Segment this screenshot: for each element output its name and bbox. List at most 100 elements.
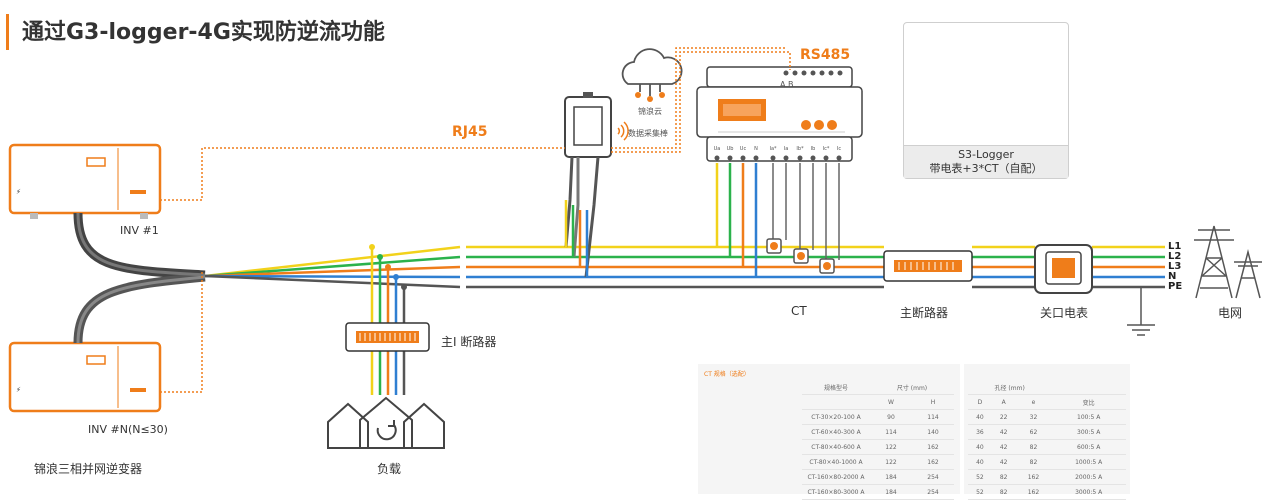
spec-cell: 254 xyxy=(912,469,954,485)
spec-cell: 22 xyxy=(991,409,1016,425)
ct-label: CT xyxy=(791,304,807,318)
spec-cell: 82 xyxy=(991,469,1016,485)
spec-cell: CT-30×20-100 A xyxy=(802,409,870,425)
spec-cell: 114 xyxy=(870,424,912,440)
rs485-label: RS485 xyxy=(800,47,851,63)
inverter-group-label: 锦浪三相并网逆变器 xyxy=(34,462,143,476)
spec-cell: CT-160×80-2000 A xyxy=(802,469,870,485)
spec-cell: 82 xyxy=(1015,439,1052,455)
spec-cell: 122 xyxy=(870,439,912,455)
kit-caption-line1: S3-Logger xyxy=(958,148,1014,161)
spec-cell: 32 xyxy=(1015,409,1052,425)
meter-terminal-label: Ia xyxy=(784,146,789,152)
kit-panel: S3-Logger 带电表+3*CT（自配） xyxy=(903,22,1069,179)
phase-bus xyxy=(204,245,1165,289)
load-label: 负载 xyxy=(377,462,402,476)
rj45-label: RJ45 xyxy=(452,124,488,140)
load-houses-icon xyxy=(327,396,445,449)
ct-clamp-l1 xyxy=(766,238,782,254)
spec-cell: CT-80×40-600 A xyxy=(802,439,870,455)
spec-cell: 122 xyxy=(870,454,912,470)
spec-cell: 184 xyxy=(870,484,912,500)
meter-terminal-label: Ia* xyxy=(769,146,777,152)
comm-lines xyxy=(160,47,791,393)
logger-phase-wires xyxy=(564,200,589,277)
spec-cell: CT-60×40-300 A xyxy=(802,424,870,440)
inverter-1-label: INV #1 xyxy=(120,224,159,237)
page-title: 通过G3-logger-4G实现防逆流功能 xyxy=(22,20,385,45)
spec-header-size: 尺寸 (mm) xyxy=(870,380,954,395)
inverter-cables xyxy=(73,212,206,344)
cloud-icon xyxy=(621,48,683,102)
phase-label-pe: PE xyxy=(1168,281,1183,292)
meter-terminal-label: Uc xyxy=(740,146,747,152)
load-breaker-label: 主I 断路器 xyxy=(441,335,497,349)
spec-cell: CT-80×40-1000 A xyxy=(802,454,870,470)
title-accent-bar xyxy=(6,14,9,50)
spec-cell: 184 xyxy=(870,469,912,485)
inverter-n-label: INV #N(N≤30) xyxy=(88,423,168,436)
spec-cell: 3000:5 A xyxy=(1051,484,1126,500)
spec-cell: 42 xyxy=(991,424,1016,440)
meter-terminal-label: Ib* xyxy=(796,146,804,152)
data-collector-label: 数据采集棒 xyxy=(628,129,668,138)
cloud-label: 锦浪云 xyxy=(638,107,662,116)
spec-header-h: H xyxy=(912,394,954,410)
grid-tower-icon xyxy=(1194,225,1262,299)
meter-terminal-label: Ic* xyxy=(823,146,830,152)
load-branch-wires xyxy=(369,244,407,395)
ground-icon xyxy=(1127,287,1155,336)
data-logger xyxy=(564,92,612,278)
phase-label-l2: L2 xyxy=(1168,251,1182,262)
meter-terminal-label: Ic xyxy=(837,146,841,152)
spec-cell: 162 xyxy=(1015,469,1052,485)
spec-cell: 52 xyxy=(968,469,992,485)
meter-terminal-label: Ua xyxy=(714,146,721,152)
wifi-icon xyxy=(617,121,629,141)
grid-label: 电网 xyxy=(1218,306,1243,320)
spec-header-w: W xyxy=(870,394,912,410)
phase-label-n: N xyxy=(1168,271,1177,282)
spec-cell: 100:5 A xyxy=(1051,409,1126,425)
spec-cell: 42 xyxy=(991,439,1016,455)
kit-caption-line2: 带电表+3*CT（自配） xyxy=(929,162,1043,175)
spec-cell: 82 xyxy=(991,484,1016,500)
meter-terminal-label: Ib xyxy=(811,146,816,152)
spec-cell: CT-160×80-3000 A xyxy=(802,484,870,500)
svg-text:⚡: ⚡ xyxy=(16,386,21,394)
spec-cell: 40 xyxy=(968,409,992,425)
spec-header-ratio: 变比 xyxy=(1051,394,1126,410)
main-breaker xyxy=(883,250,973,282)
spec-header-e: e xyxy=(1015,394,1052,410)
spec-header-model: 规格型号 xyxy=(802,380,870,395)
meter-terminal-label: Ub xyxy=(727,146,734,152)
meter-terminal-label: A B xyxy=(780,80,794,89)
kit-caption: S3-Logger 带电表+3*CT（自配） xyxy=(904,145,1068,178)
spec-cell: 36 xyxy=(968,424,992,440)
spec-cell: 162 xyxy=(1015,484,1052,500)
spec-cell: 140 xyxy=(912,424,954,440)
gate-meter xyxy=(1034,244,1093,294)
spec-cell: 300:5 A xyxy=(1051,424,1126,440)
spec-header-d: D xyxy=(968,394,992,410)
energy-meter xyxy=(696,66,863,162)
spec-cell: 114 xyxy=(912,409,954,425)
spec-cell: 90 xyxy=(870,409,912,425)
spec-cell: 2000:5 A xyxy=(1051,469,1126,485)
spec-cell: 1000:5 A xyxy=(1051,454,1126,470)
load-breaker xyxy=(345,322,430,352)
phase-label-l3: L3 xyxy=(1168,261,1182,272)
phase-label-l1: L1 xyxy=(1168,241,1182,252)
